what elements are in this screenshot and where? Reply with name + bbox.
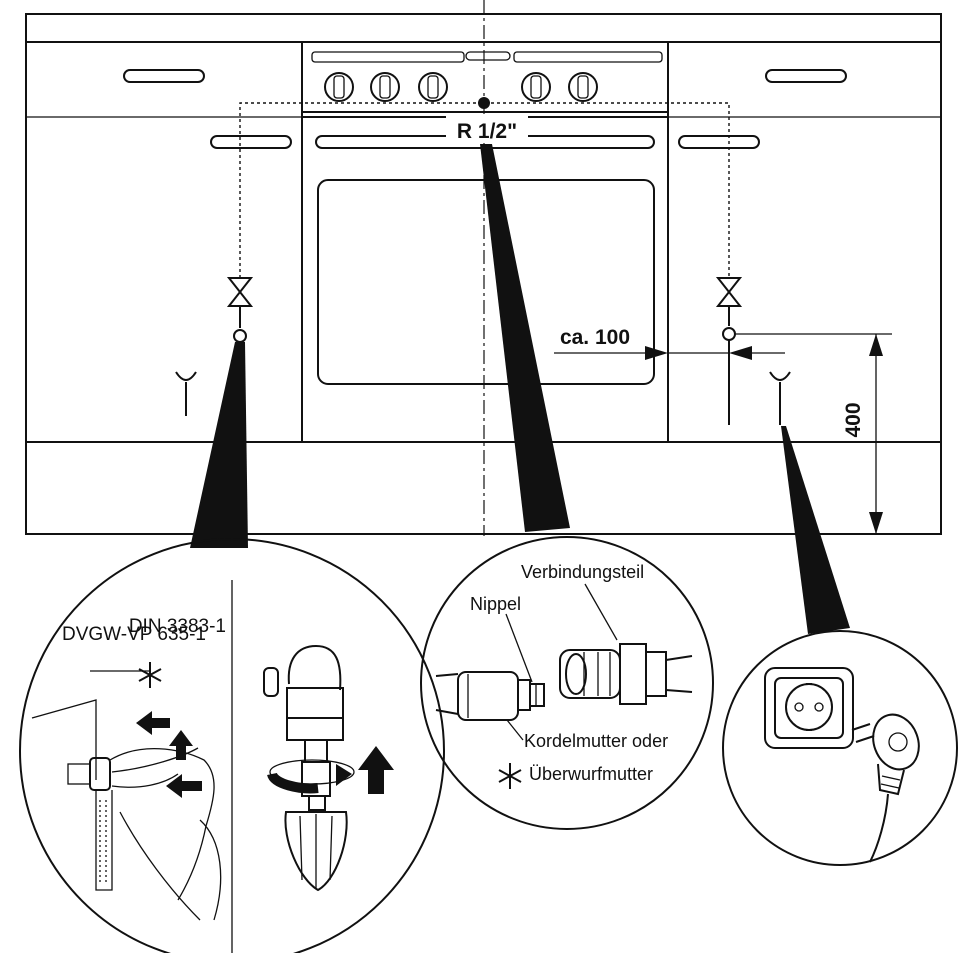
detail-circle-shutoff: DVGW-VP 635-1 DIN 3383-1 (19, 538, 445, 953)
arrow-up-icon (358, 746, 394, 794)
callout-beam-center (480, 144, 570, 532)
brand-logo (465, 51, 511, 61)
gas-connection-point (478, 97, 490, 109)
quick-coupling-illustration (263, 644, 355, 892)
knob-icon (568, 72, 598, 102)
connector-part-label: Verbindungsteil (521, 562, 644, 582)
arrow-left-icon (136, 711, 170, 735)
distance-dimension (554, 346, 785, 360)
power-plug-icon (851, 713, 920, 863)
nipple-label: Nippel (470, 594, 521, 614)
arrow-left-icon (166, 774, 202, 798)
gas-pipe-dotted (239, 102, 730, 278)
height-label: 400 (842, 402, 865, 437)
distance-label: ca. 100 (560, 326, 630, 349)
nut-label-line2: Überwurfmutter (529, 764, 653, 784)
left-shutoff-valve-icon (226, 277, 254, 343)
arrow-up-icon (169, 730, 193, 760)
pipe-label-bg (446, 116, 528, 142)
standard-left-label: DVGW-VP 635-1 (62, 624, 206, 645)
detail-circle-socket (722, 630, 958, 866)
right-cabinet-handles (678, 69, 847, 149)
pipe-thread-label: R 1/2" (457, 120, 517, 143)
nut-label-line1: Kordelmutter oder (524, 731, 668, 751)
asterisk-icon (138, 662, 162, 688)
power-socket-icon (764, 667, 854, 749)
knob-icon (370, 72, 400, 102)
knob-icon (324, 72, 354, 102)
right-gas-outlet-icon (769, 371, 791, 425)
right-shutoff-valve-icon (715, 277, 743, 425)
callout-beam-right (781, 426, 850, 634)
standard-right-label: DIN 3383-1 (129, 616, 226, 637)
detail-circle-connector: Verbindungsteil Nippel Kordelmutter oder… (420, 536, 714, 830)
left-cabinet-handles (123, 69, 292, 149)
callout-beam-left (190, 342, 248, 548)
oven-knobs (324, 72, 598, 102)
knob-icon (521, 72, 551, 102)
pipe-fitting-illustration (435, 643, 693, 721)
asterisk-icon (498, 763, 522, 789)
hand-valve-illustration (31, 670, 222, 921)
height-dimension (735, 333, 892, 534)
left-gas-outlet-icon (175, 371, 197, 416)
knob-icon (418, 72, 448, 102)
